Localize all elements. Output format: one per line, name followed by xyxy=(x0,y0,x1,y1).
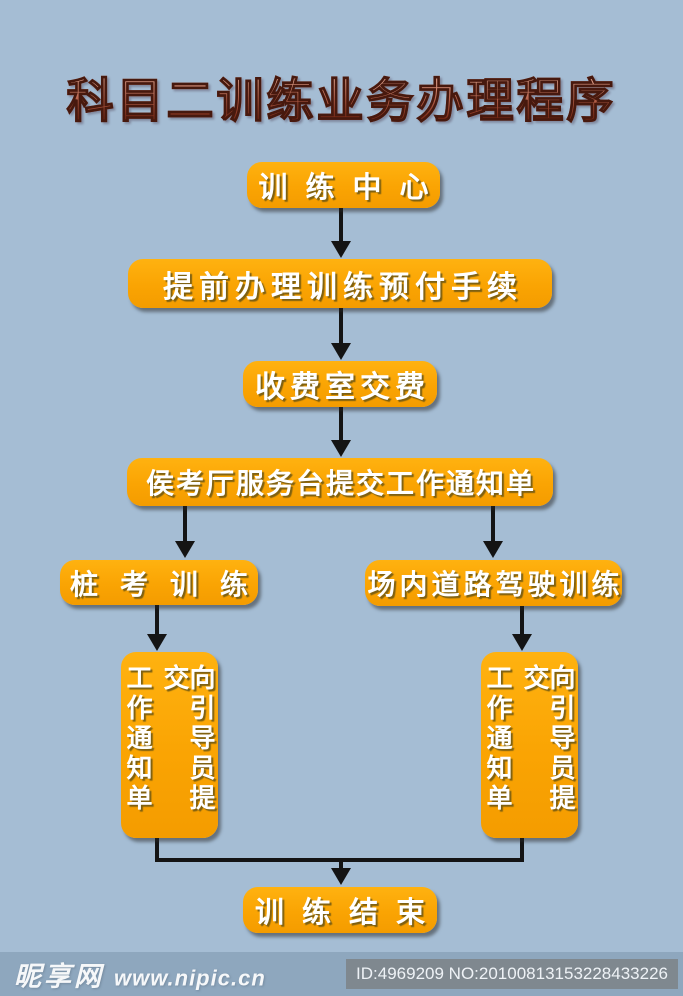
node-training-end: 训练结束 xyxy=(243,887,437,933)
image-id-badge: ID:4969209 NO:20100813153228433226 xyxy=(346,959,678,989)
node-training-center: 训练中心 xyxy=(247,162,440,208)
node-pay-fee-label: 收费室交费 xyxy=(255,371,430,404)
node-road-driving-training: 场内道路驾驶训练 xyxy=(365,560,622,606)
page-title: 科目二训练业务办理程序 xyxy=(0,62,683,131)
node-road-driving-training-label: 场内道路驾驶训练 xyxy=(367,569,624,600)
watermark-footer-bar: 昵享网 www.nipic.cn ID:4969209 NO:201008131… xyxy=(0,952,683,996)
vertical-text-column-right: 向引导员提交 xyxy=(520,664,576,814)
node-prepay-procedure: 提前办理训练预付手续 xyxy=(128,259,552,308)
vertical-text-column-left: 工作通知单 xyxy=(123,664,153,814)
node-training-end-label: 训练结束 xyxy=(254,897,443,929)
node-pile-exam-training-label: 桩考训练 xyxy=(69,568,270,600)
node-pile-exam-training: 桩考训练 xyxy=(60,560,258,605)
site-name-text: 昵享网 xyxy=(14,961,104,992)
node-submit-to-guide-right: 工作通知单 向引导员提交 xyxy=(481,652,578,838)
vertical-text-column-right: 向引导员提交 xyxy=(160,664,216,814)
node-pay-fee: 收费室交费 xyxy=(243,361,437,407)
node-submit-work-notice-label: 侯考厅服务台提交工作通知单 xyxy=(145,468,536,499)
vertical-text-column-left: 工作通知单 xyxy=(483,664,513,814)
site-url-text: www.nipic.cn xyxy=(114,965,266,991)
node-training-center-label: 训练中心 xyxy=(258,172,447,204)
node-submit-to-guide-left: 工作通知单 向引导员提交 xyxy=(121,652,218,838)
node-prepay-procedure-label: 提前办理训练预付手续 xyxy=(163,270,523,304)
site-logo: 昵享网 www.nipic.cn xyxy=(14,955,266,994)
node-submit-work-notice: 侯考厅服务台提交工作通知单 xyxy=(127,458,553,506)
